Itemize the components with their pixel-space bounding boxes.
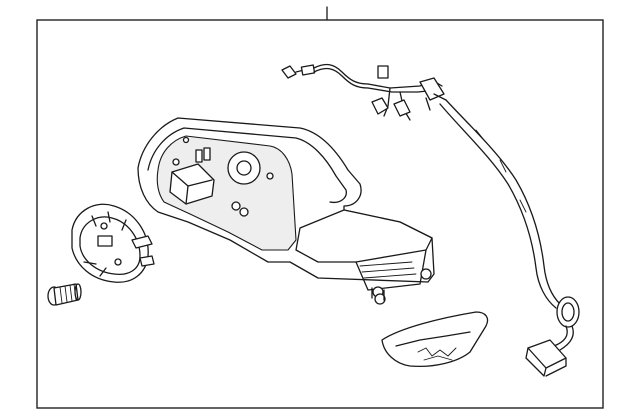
wiring-harness	[281, 63, 580, 351]
diagram-frame	[36, 19, 604, 409]
actuator-motor	[71, 203, 155, 283]
lower-cover	[381, 311, 489, 368]
mounting-bolt	[47, 283, 82, 306]
mirror-housing	[137, 117, 435, 305]
harness-connector	[525, 339, 567, 377]
